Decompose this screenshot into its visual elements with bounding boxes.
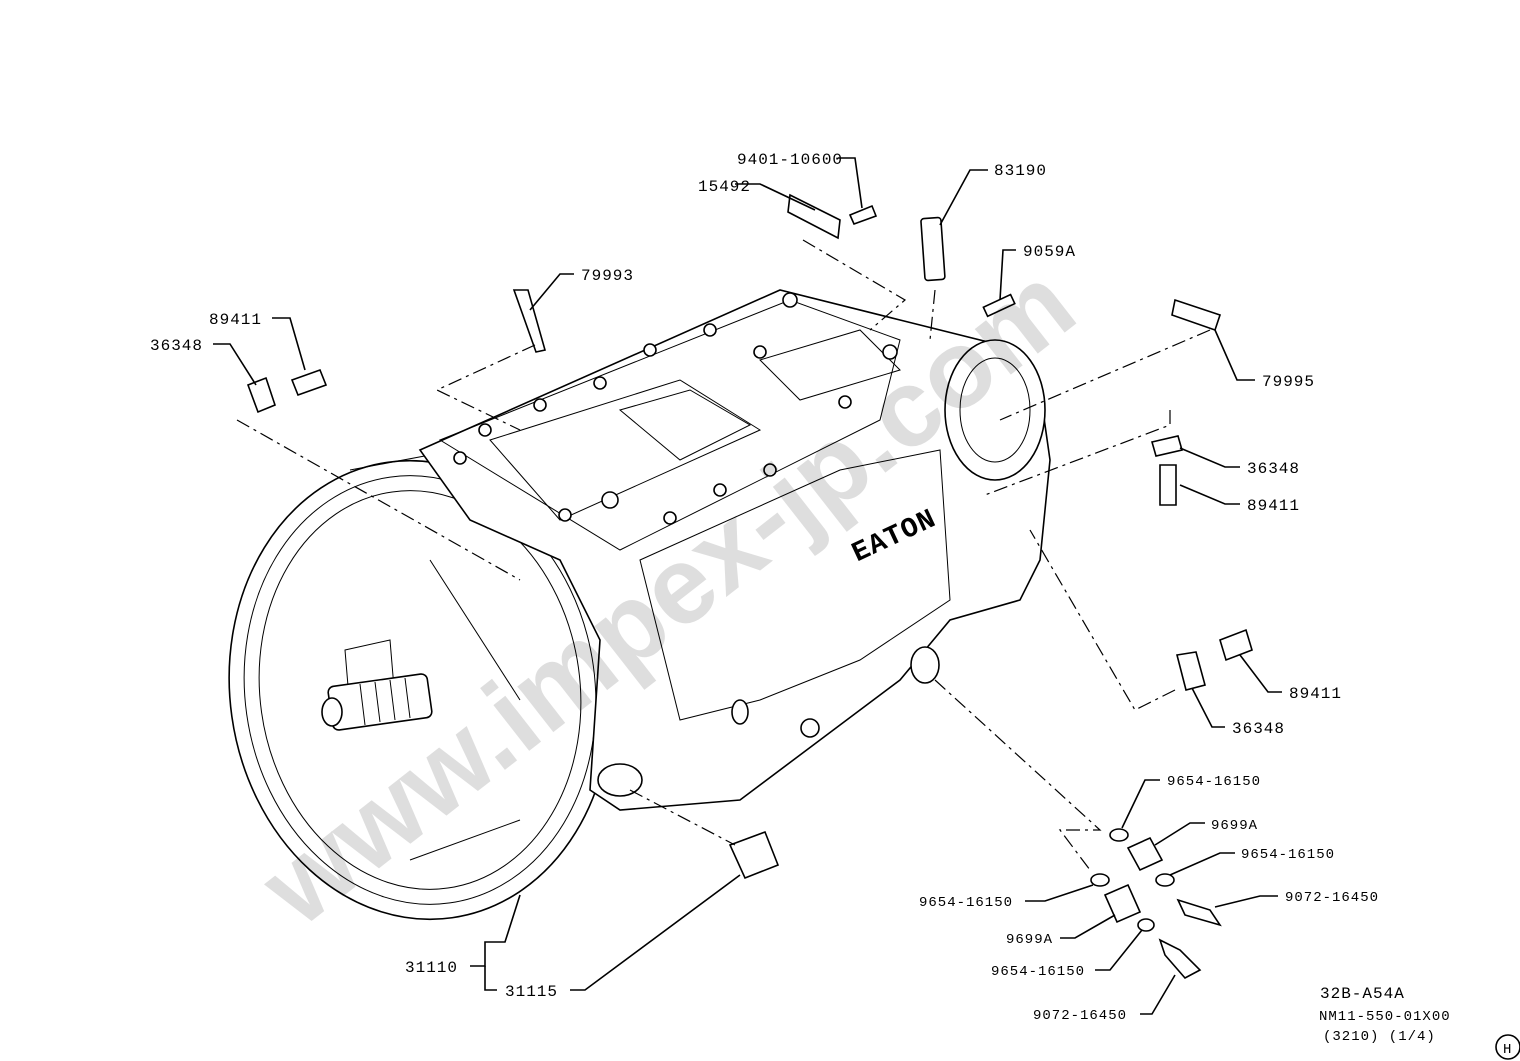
washer-9654-16150 <box>1109 828 1129 842</box>
label-9072-16450: 9072-16450 <box>1033 1008 1127 1024</box>
clip-79995 <box>1171 298 1222 332</box>
label-9699A: 9699A <box>1006 932 1053 948</box>
bolt-9059A <box>982 293 1016 318</box>
plate-36348 <box>1150 435 1184 457</box>
section-badge: H <box>1503 1042 1512 1058</box>
bolt-heads <box>453 292 898 525</box>
fitting-9699A <box>1126 836 1164 872</box>
label-15492: 15492 <box>698 178 751 196</box>
transmission-case: EATON <box>418 289 1051 811</box>
label-83190: 83190 <box>994 162 1047 180</box>
label-9072-16450: 9072-16450 <box>1285 890 1379 906</box>
washer-9654-16150 <box>1090 873 1110 887</box>
plate-36348 <box>246 376 276 414</box>
label-31115: 31115 <box>505 983 558 1001</box>
label-9654-16150: 9654-16150 <box>1167 774 1261 790</box>
sensor-89411 <box>1219 628 1253 662</box>
label-9699A: 9699A <box>1211 818 1258 834</box>
clip-79993 <box>512 289 547 353</box>
drawing-footer: 32B-A54A NM11-550-01X00 (3210) (1/4) H <box>1319 985 1520 1060</box>
washer-9654-16150 <box>1137 918 1155 932</box>
label-79995: 79995 <box>1262 373 1315 391</box>
plate-36348 <box>1176 651 1206 691</box>
sensor-89411 <box>290 368 328 397</box>
leader-lines <box>213 157 1282 1015</box>
label-89411: 89411 <box>209 311 262 329</box>
small-parts <box>246 193 1253 980</box>
bolt-9072-16450 <box>1158 938 1202 980</box>
label-36348: 36348 <box>1232 720 1285 738</box>
bolt-9401-10600 <box>848 204 878 226</box>
part-labels: 9401-10600 15492 83190 9059A 79993 89411… <box>150 151 1379 1024</box>
label-9654-16150: 9654-16150 <box>919 895 1013 911</box>
drawing-page-ref: (3210) (1/4) <box>1323 1029 1436 1045</box>
label-36348: 36348 <box>150 337 203 355</box>
assembly-lines <box>236 239 1211 871</box>
sensor-89411 <box>1159 464 1177 506</box>
fitting-9699A <box>1103 883 1142 924</box>
switch-83190 <box>920 216 946 282</box>
label-9401-10600: 9401-10600 <box>737 151 843 169</box>
section-badge-circle <box>1495 1034 1520 1060</box>
label-79993: 79993 <box>581 267 634 285</box>
label-89411: 89411 <box>1247 497 1300 515</box>
label-9059A: 9059A <box>1023 243 1076 261</box>
bolt-9072-16450 <box>1176 898 1222 927</box>
drawing-part-number: NM11-550-01X00 <box>1319 1009 1451 1025</box>
plug-31115 <box>728 830 780 880</box>
input-shaft <box>321 673 433 731</box>
label-89411: 89411 <box>1289 685 1342 703</box>
label-9654-16150: 9654-16150 <box>1241 847 1335 863</box>
label-31110: 31110 <box>405 959 458 977</box>
label-36348: 36348 <box>1247 460 1300 478</box>
washer-9654-16150 <box>1155 873 1175 887</box>
drawing-code: 32B-A54A <box>1320 985 1405 1003</box>
bracket-15492 <box>787 193 841 240</box>
label-9654-16150: 9654-16150 <box>991 964 1085 980</box>
